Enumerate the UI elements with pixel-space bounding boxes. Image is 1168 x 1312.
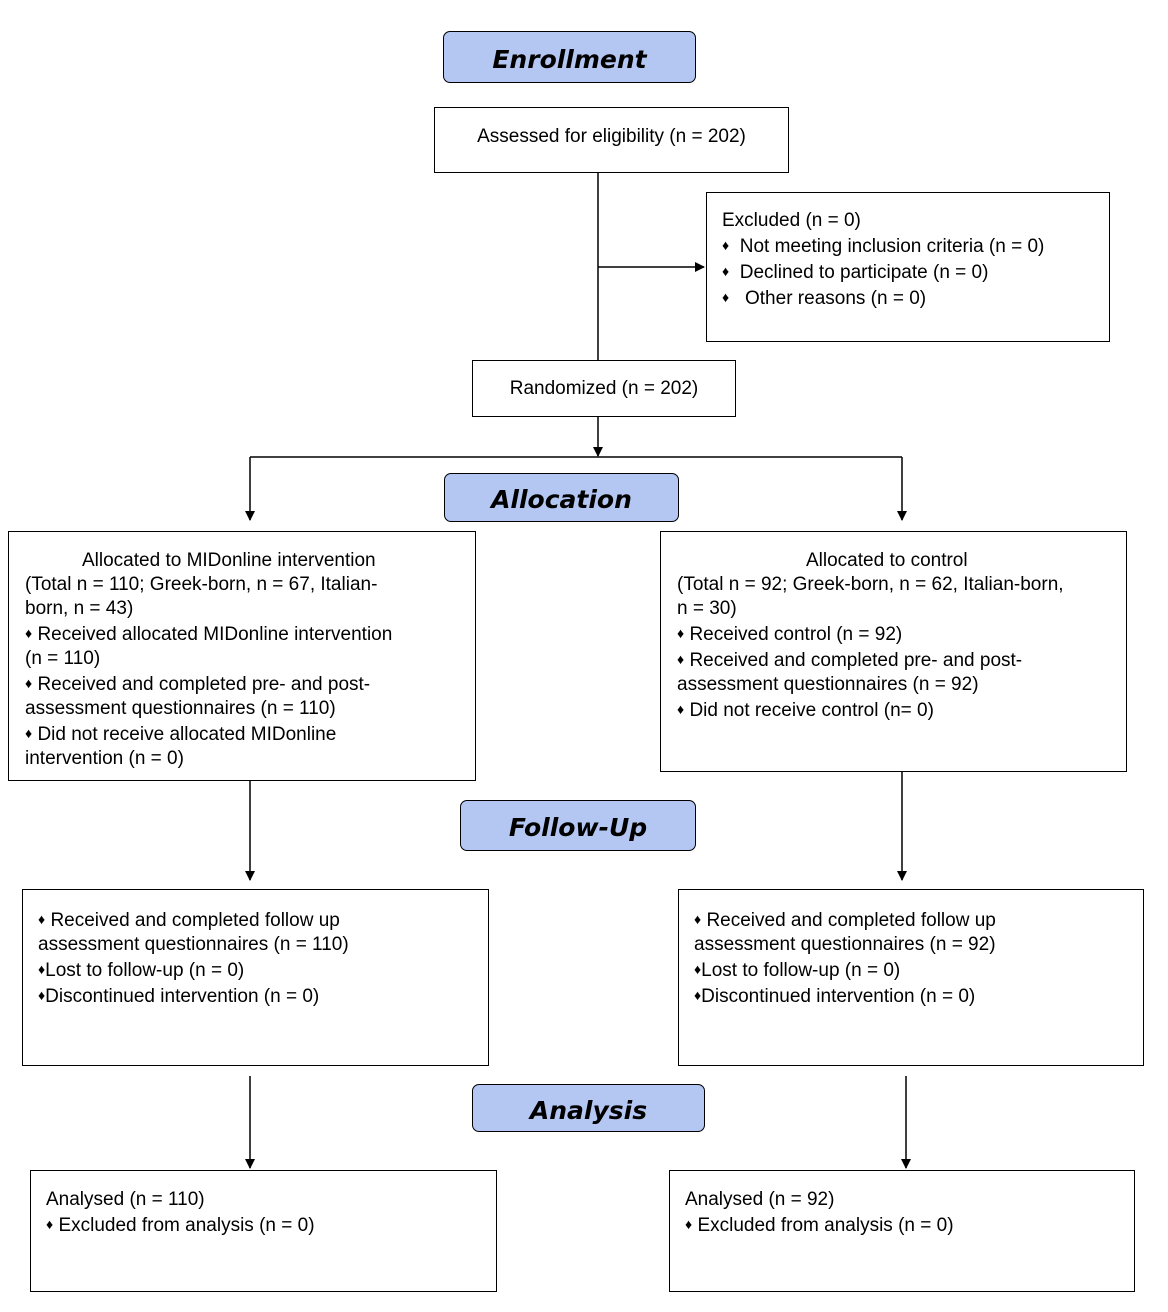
diamond-bullet-icon: ♦ bbox=[722, 237, 730, 253]
control-followup-box: ♦ Received and completed follow up asses… bbox=[678, 889, 1144, 1066]
diamond-bullet-icon: ♦ bbox=[25, 625, 33, 641]
diamond-bullet-icon: ♦ bbox=[694, 911, 702, 927]
diamond-bullet-icon: ♦ bbox=[685, 1216, 693, 1232]
intervention-total: (Total n = 110; Greek-born, n = 67, Ital… bbox=[25, 574, 378, 595]
stage-enrollment-label: Enrollment bbox=[492, 44, 647, 74]
control-followup-completed: ♦ Received and completed follow up bbox=[694, 907, 1143, 933]
assessed-box: Assessed for eligibility (n = 202) bbox=[434, 107, 789, 173]
diamond-bullet-icon: ♦ bbox=[38, 987, 46, 1003]
control-title: Allocated to control bbox=[806, 550, 968, 571]
intervention-completed: ♦ Received and completed pre- and post- bbox=[25, 671, 475, 697]
randomized-text: Randomized (n = 202) bbox=[509, 378, 699, 399]
excluded-title: Excluded (n = 0) bbox=[722, 210, 861, 231]
intervention-title: Allocated to MIDonline intervention bbox=[82, 550, 376, 571]
excluded-item: ♦ Other reasons (n = 0) bbox=[722, 285, 1109, 311]
control-completed-cont: assessment questionnaires (n = 92) bbox=[677, 674, 979, 695]
stage-follow-up-label: Follow-Up bbox=[508, 813, 648, 842]
stage-allocation-label: Allocation bbox=[491, 485, 632, 514]
control-total: (Total n = 92; Greek-born, n = 62, Itali… bbox=[677, 574, 1064, 595]
diamond-bullet-icon: ♦ bbox=[677, 625, 685, 641]
intervention-followup-discontinued: ♦Discontinued intervention (n = 0) bbox=[38, 983, 488, 1009]
assessed-text: Assessed for eligibility (n = 202) bbox=[477, 126, 746, 147]
control-analysis-box: Analysed (n = 92) ♦ Excluded from analys… bbox=[669, 1170, 1135, 1292]
intervention-completed-cont: assessment questionnaires (n = 110) bbox=[25, 698, 336, 719]
control-analysed: Analysed (n = 92) bbox=[685, 1189, 835, 1210]
intervention-allocation-box: Allocated to MIDonline intervention (Tot… bbox=[8, 531, 476, 781]
diamond-bullet-icon: ♦ bbox=[38, 911, 46, 927]
diamond-bullet-icon: ♦ bbox=[38, 961, 46, 977]
intervention-not-received: ♦ Did not receive allocated MIDonline bbox=[25, 721, 475, 747]
stage-enrollment: Enrollment bbox=[443, 31, 696, 83]
intervention-analysed: Analysed (n = 110) bbox=[46, 1189, 205, 1210]
control-followup-lost: ♦Lost to follow-up (n = 0) bbox=[694, 957, 1143, 983]
stage-analysis-label: Analysis bbox=[529, 1095, 648, 1125]
diamond-bullet-icon: ♦ bbox=[25, 675, 33, 691]
excluded-item: ♦ Declined to participate (n = 0) bbox=[722, 259, 1109, 285]
control-analysis-excluded: ♦ Excluded from analysis (n = 0) bbox=[685, 1212, 1134, 1238]
intervention-received: ♦ Received allocated MIDonline intervent… bbox=[25, 621, 475, 647]
diamond-bullet-icon: ♦ bbox=[677, 651, 685, 667]
stage-follow-up: Follow-Up bbox=[460, 800, 696, 851]
control-followup-completed-cont: assessment questionnaires (n = 92) bbox=[694, 934, 996, 955]
intervention-not-received-cont: intervention (n = 0) bbox=[25, 748, 184, 769]
control-followup-discontinued: ♦Discontinued intervention (n = 0) bbox=[694, 983, 1143, 1009]
diamond-bullet-icon: ♦ bbox=[722, 263, 730, 279]
diamond-bullet-icon: ♦ bbox=[694, 987, 702, 1003]
intervention-analysis-excluded: ♦ Excluded from analysis (n = 0) bbox=[46, 1212, 496, 1238]
intervention-followup-box: ♦ Received and completed follow up asses… bbox=[22, 889, 489, 1066]
intervention-total-cont: born, n = 43) bbox=[25, 598, 134, 619]
diamond-bullet-icon: ♦ bbox=[46, 1216, 54, 1232]
diamond-bullet-icon: ♦ bbox=[677, 701, 685, 717]
stage-analysis: Analysis bbox=[472, 1084, 705, 1132]
stage-allocation: Allocation bbox=[444, 473, 679, 522]
intervention-followup-completed-cont: assessment questionnaires (n = 110) bbox=[38, 934, 349, 955]
excluded-box: Excluded (n = 0) ♦ Not meeting inclusion… bbox=[706, 192, 1110, 342]
intervention-analysis-box: Analysed (n = 110) ♦ Excluded from analy… bbox=[30, 1170, 497, 1292]
control-allocation-box: Allocated to control (Total n = 92; Gree… bbox=[660, 531, 1127, 772]
diamond-bullet-icon: ♦ bbox=[722, 289, 730, 305]
diamond-bullet-icon: ♦ bbox=[694, 961, 702, 977]
control-not-received: ♦ Did not receive control (n= 0) bbox=[677, 697, 1126, 723]
excluded-item: ♦ Not meeting inclusion criteria (n = 0) bbox=[722, 233, 1109, 259]
control-received: ♦ Received control (n = 92) bbox=[677, 621, 1126, 647]
control-completed: ♦ Received and completed pre- and post- bbox=[677, 647, 1126, 673]
intervention-followup-lost: ♦Lost to follow-up (n = 0) bbox=[38, 957, 488, 983]
intervention-received-cont: (n = 110) bbox=[25, 648, 101, 669]
randomized-box: Randomized (n = 202) bbox=[472, 360, 736, 417]
control-total-cont: n = 30) bbox=[677, 598, 737, 619]
intervention-followup-completed: ♦ Received and completed follow up bbox=[38, 907, 488, 933]
diamond-bullet-icon: ♦ bbox=[25, 725, 33, 741]
